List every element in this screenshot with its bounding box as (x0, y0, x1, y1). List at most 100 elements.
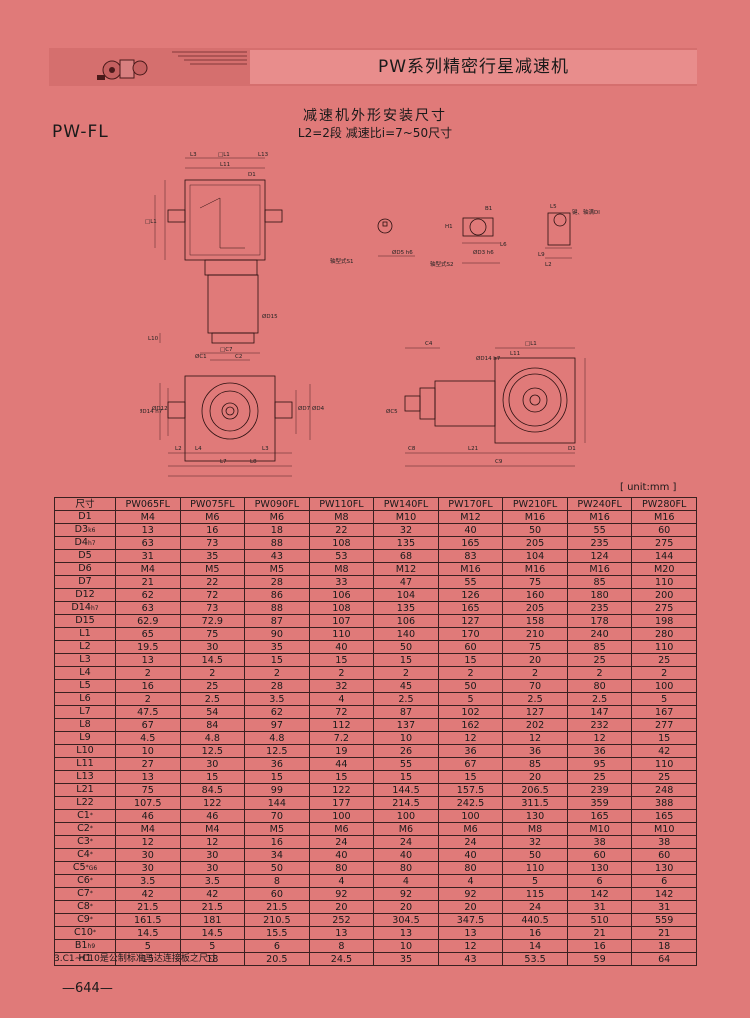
table-cell: 142 (566, 887, 633, 901)
table-cell: 15 (308, 653, 375, 667)
table-cell: 110 (631, 757, 697, 771)
table-cell: 32 (373, 523, 439, 537)
table-cell: 104 (373, 588, 439, 602)
dimension-drawing: □L1 L3 L13 L11 D1 □L1 ØD15 L10 轴型式S1 ØD5… (138, 148, 635, 483)
table-cell: 2.5 (373, 692, 439, 706)
table-cell: 99 (244, 783, 310, 797)
table-cell: 50 (502, 523, 568, 537)
table-cell: 235 (566, 601, 633, 615)
table-cell: 20 (437, 900, 504, 914)
table-cell: 214.5 (373, 796, 439, 810)
table-cell: 115 (502, 887, 568, 901)
table-cell: M16 (502, 510, 568, 524)
gearbox-side-view (494, 357, 576, 444)
label-l11: L11 (220, 162, 230, 168)
table-cell: 21.5 (244, 900, 310, 914)
table-cell: 107.5 (115, 796, 181, 810)
table-cell: 15 (308, 770, 375, 784)
row-label: L3 (54, 653, 116, 667)
table-cell: 12.5 (179, 744, 246, 758)
row-label: C9* (54, 913, 116, 927)
table-cell: 30 (179, 757, 246, 771)
table-cell: 92 (373, 887, 439, 901)
column-header-model: PW140FL (373, 497, 439, 511)
table-cell: 165 (437, 536, 504, 550)
table-cell: 80 (308, 861, 375, 875)
table-cell: 3.5 (244, 692, 310, 706)
table-cell: 24 (437, 835, 504, 849)
table-cell: 15 (179, 770, 246, 784)
table-cell: M10 (566, 822, 633, 836)
label-l4: L4 (195, 446, 202, 452)
table-cell: 12.5 (244, 744, 310, 758)
label-c1: ØC1 (195, 353, 207, 360)
table-cell: 100 (308, 809, 375, 823)
page-header-title: PW系列精密行星减速机 (377, 57, 570, 77)
table-cell: M16 (631, 510, 697, 524)
shaft-s1-view (377, 218, 393, 234)
table-cell: 60 (566, 848, 633, 862)
table-cell: 45 (373, 679, 439, 693)
row-label: D7 (54, 575, 116, 589)
table-cell: 60 (631, 523, 697, 537)
table-cell: 205 (502, 536, 568, 550)
table-cell: 73 (179, 536, 246, 550)
table-cell: 15.5 (244, 926, 310, 940)
table-cell: 50 (502, 848, 568, 862)
table-cell: 22 (308, 523, 375, 537)
table-cell: 559 (631, 913, 697, 927)
table-cell: 55 (437, 575, 504, 589)
table-cell: M6 (437, 822, 504, 836)
table-cell: 2.5 (502, 692, 568, 706)
table-cell: 31 (115, 549, 181, 563)
table-cell: 73 (179, 601, 246, 615)
table-cell: 130 (566, 861, 633, 875)
table-cell: 14.5 (179, 653, 246, 667)
table-cell: 160 (502, 588, 568, 602)
table-cell: 25 (179, 679, 246, 693)
page-number: —644— (62, 981, 113, 996)
table-cell: 50 (244, 861, 310, 875)
table-cell: 92 (437, 887, 504, 901)
row-label: C7* (54, 887, 116, 901)
label-l11-side: L11 (510, 351, 520, 357)
label-l1-side: □L1 (145, 219, 157, 225)
label-l2: L2 (175, 446, 182, 452)
table-cell: M6 (373, 822, 439, 836)
table-cell: 38 (631, 835, 697, 849)
table-cell: 157.5 (437, 783, 504, 797)
label-l6: L6 (500, 242, 507, 248)
motor-body-side (434, 380, 496, 427)
table-cell: 12 (437, 939, 504, 953)
table-cell: 75 (502, 640, 568, 654)
table-cell: 25 (631, 653, 697, 667)
label-h1: H1 (445, 224, 453, 230)
table-cell: 62 (244, 705, 310, 719)
table-cell: 12 (437, 731, 504, 745)
table-cell: 50 (373, 640, 439, 654)
table-cell: 130 (502, 809, 568, 823)
table-cell: M8 (308, 510, 375, 524)
table-cell: 30 (179, 848, 246, 862)
table-cell: 95 (566, 757, 633, 771)
label-l8: L8 (250, 459, 257, 465)
table-cell: 80 (373, 861, 439, 875)
table-cell: 135 (373, 601, 439, 615)
column-header-model: PW280FL (631, 497, 697, 511)
table-cell: M6 (244, 510, 310, 524)
label-l21: L21 (468, 446, 478, 452)
row-label: D5 (54, 549, 116, 563)
table-cell: 15 (437, 770, 504, 784)
table-cell: 13 (437, 926, 504, 940)
